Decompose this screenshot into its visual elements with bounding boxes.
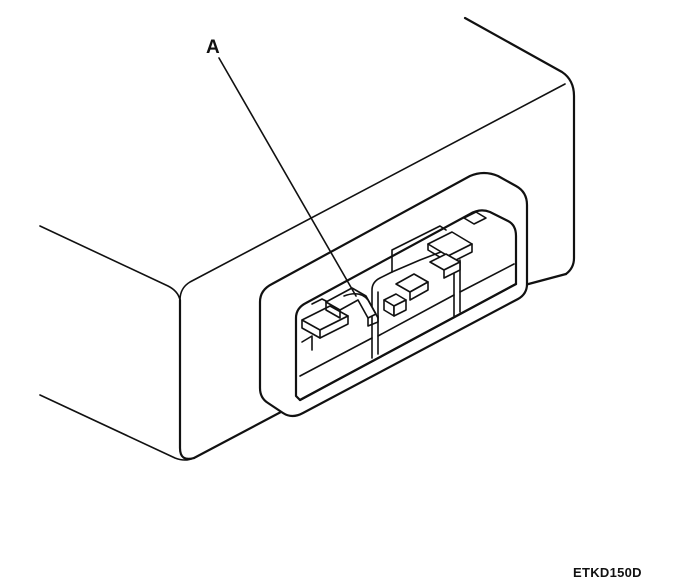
terminal-center-right-front — [409, 281, 429, 301]
connector-floor-line-mid — [377, 294, 455, 337]
connector-terminal — [325, 287, 379, 327]
housing-bottom-right-edge — [519, 272, 568, 288]
terminal-left-side — [301, 319, 321, 339]
control-unit-housing — [39, 16, 576, 461]
terminal-bent-curve — [343, 292, 379, 319]
housing-bottom-left-edge — [39, 394, 195, 461]
connector-floor-line-left — [299, 337, 373, 377]
callout-a-leader-line — [218, 57, 357, 297]
housing-front-vertical-edge — [178, 298, 196, 460]
terminal-bent-tip — [367, 315, 379, 327]
callout-a-label: A — [206, 37, 220, 58]
housing-top-right-edge — [463, 16, 576, 276]
terminal-right-lower-front — [443, 261, 461, 279]
figure-code: ETKD150D — [573, 565, 642, 580]
terminal-right-lower — [429, 253, 461, 279]
terminal-left-lower-pin — [301, 335, 313, 351]
cavity-ledge-right — [391, 249, 447, 273]
terminal-small-square — [383, 293, 407, 317]
connector-terminals — [301, 211, 487, 351]
terminal-square-right — [393, 299, 407, 317]
callout-a: A — [206, 37, 357, 297]
terminal-bent-base — [325, 301, 341, 319]
terminal-center-right — [395, 273, 429, 301]
divider-left — [371, 271, 393, 359]
terminal-right-top-small — [463, 211, 487, 225]
housing-top-left-edge — [39, 225, 181, 301]
terminal-left — [301, 298, 349, 351]
terminal-right-top-small-face — [463, 211, 487, 225]
connector-floor-line-right — [459, 263, 515, 293]
terminal-left-front — [319, 315, 349, 339]
cavity-top-rail-right — [391, 225, 447, 273]
housing-bottom-front-edge — [192, 402, 298, 460]
connector-bottom-rim — [298, 282, 518, 402]
